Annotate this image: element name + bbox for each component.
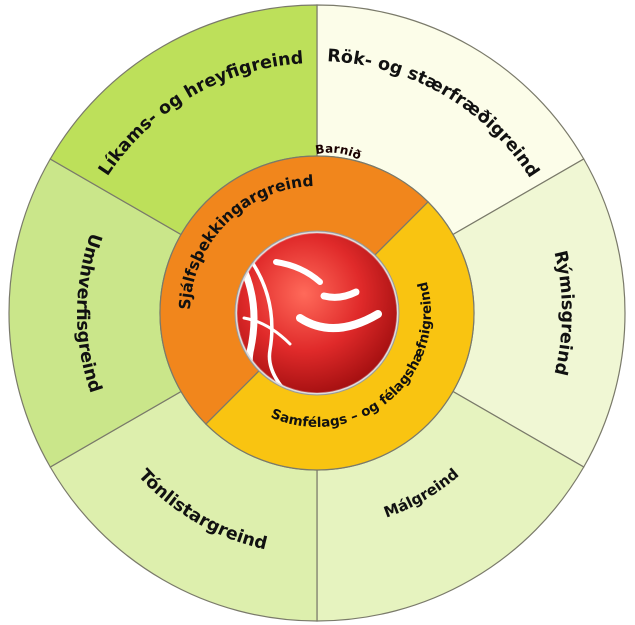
outer-ring bbox=[8, 4, 626, 622]
inner-ring bbox=[159, 155, 475, 471]
center-circle bbox=[234, 230, 400, 396]
center-circle-fill bbox=[237, 233, 397, 393]
